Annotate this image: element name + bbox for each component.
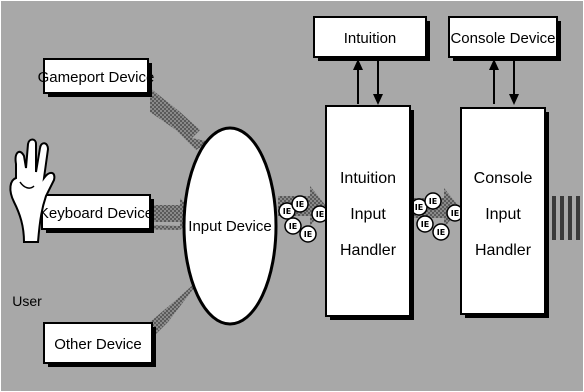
keyboard-device-label: Keyboard Device	[39, 205, 153, 222]
svg-text:IE: IE	[316, 210, 324, 219]
continuation-marks	[552, 196, 580, 240]
other-flow-arrow	[150, 274, 210, 340]
intuition-handler-line-2: Input	[350, 206, 386, 223]
hand-icon	[9, 138, 56, 243]
console-handler-line-1: Console	[474, 170, 533, 187]
svg-text:IE: IE	[415, 203, 423, 212]
intuition-handler-line-1: Intuition	[340, 170, 396, 187]
console-device-label: Console Device	[450, 30, 555, 47]
console-device-box: Console Device	[448, 16, 561, 61]
input-event-icon: IE	[299, 225, 317, 243]
input-event-icon: IE	[432, 223, 450, 241]
svg-text:IE: IE	[437, 228, 445, 237]
console-handler-line-2: Input	[485, 206, 521, 223]
console-link-arrows	[489, 59, 519, 105]
input-event-icon: IE	[291, 195, 309, 213]
intuition-box: Intuition	[313, 16, 430, 61]
input-device-label: Input Device	[188, 218, 271, 235]
input-event-icon: IE	[446, 204, 464, 222]
gameport-flow-arrow	[150, 88, 210, 150]
intuition-label: Intuition	[344, 30, 397, 47]
svg-text:IE: IE	[289, 222, 297, 231]
console-handler-line-3: Handler	[475, 242, 532, 259]
input-event-icon: IE	[278, 202, 296, 220]
intuition-link-arrows	[353, 59, 383, 105]
input-device-node: Input Device	[182, 126, 278, 326]
gameport-device-label: Gameport Device	[38, 69, 155, 86]
other-device-box: Other Device	[43, 322, 156, 367]
svg-text:IE: IE	[296, 200, 304, 209]
svg-text:IE: IE	[421, 220, 429, 229]
user-label: User	[12, 293, 42, 309]
input-event-icon: IE	[424, 192, 442, 210]
console-input-handler-box: Console Input Handler	[460, 107, 549, 318]
svg-text:IE: IE	[451, 209, 459, 218]
intuition-handler-line-3: Handler	[340, 242, 397, 259]
svg-text:IE: IE	[429, 197, 437, 206]
input-event-icon: IE	[284, 217, 302, 235]
svg-text:IE: IE	[304, 230, 312, 239]
gameport-device-box: Gameport Device	[38, 58, 155, 97]
keyboard-device-box: Keyboard Device	[39, 194, 154, 233]
input-event-icon: IE	[416, 215, 434, 233]
intuition-input-handler-box: Intuition Input Handler	[325, 105, 414, 320]
svg-text:IE: IE	[283, 207, 291, 216]
other-device-label: Other Device	[54, 336, 142, 353]
